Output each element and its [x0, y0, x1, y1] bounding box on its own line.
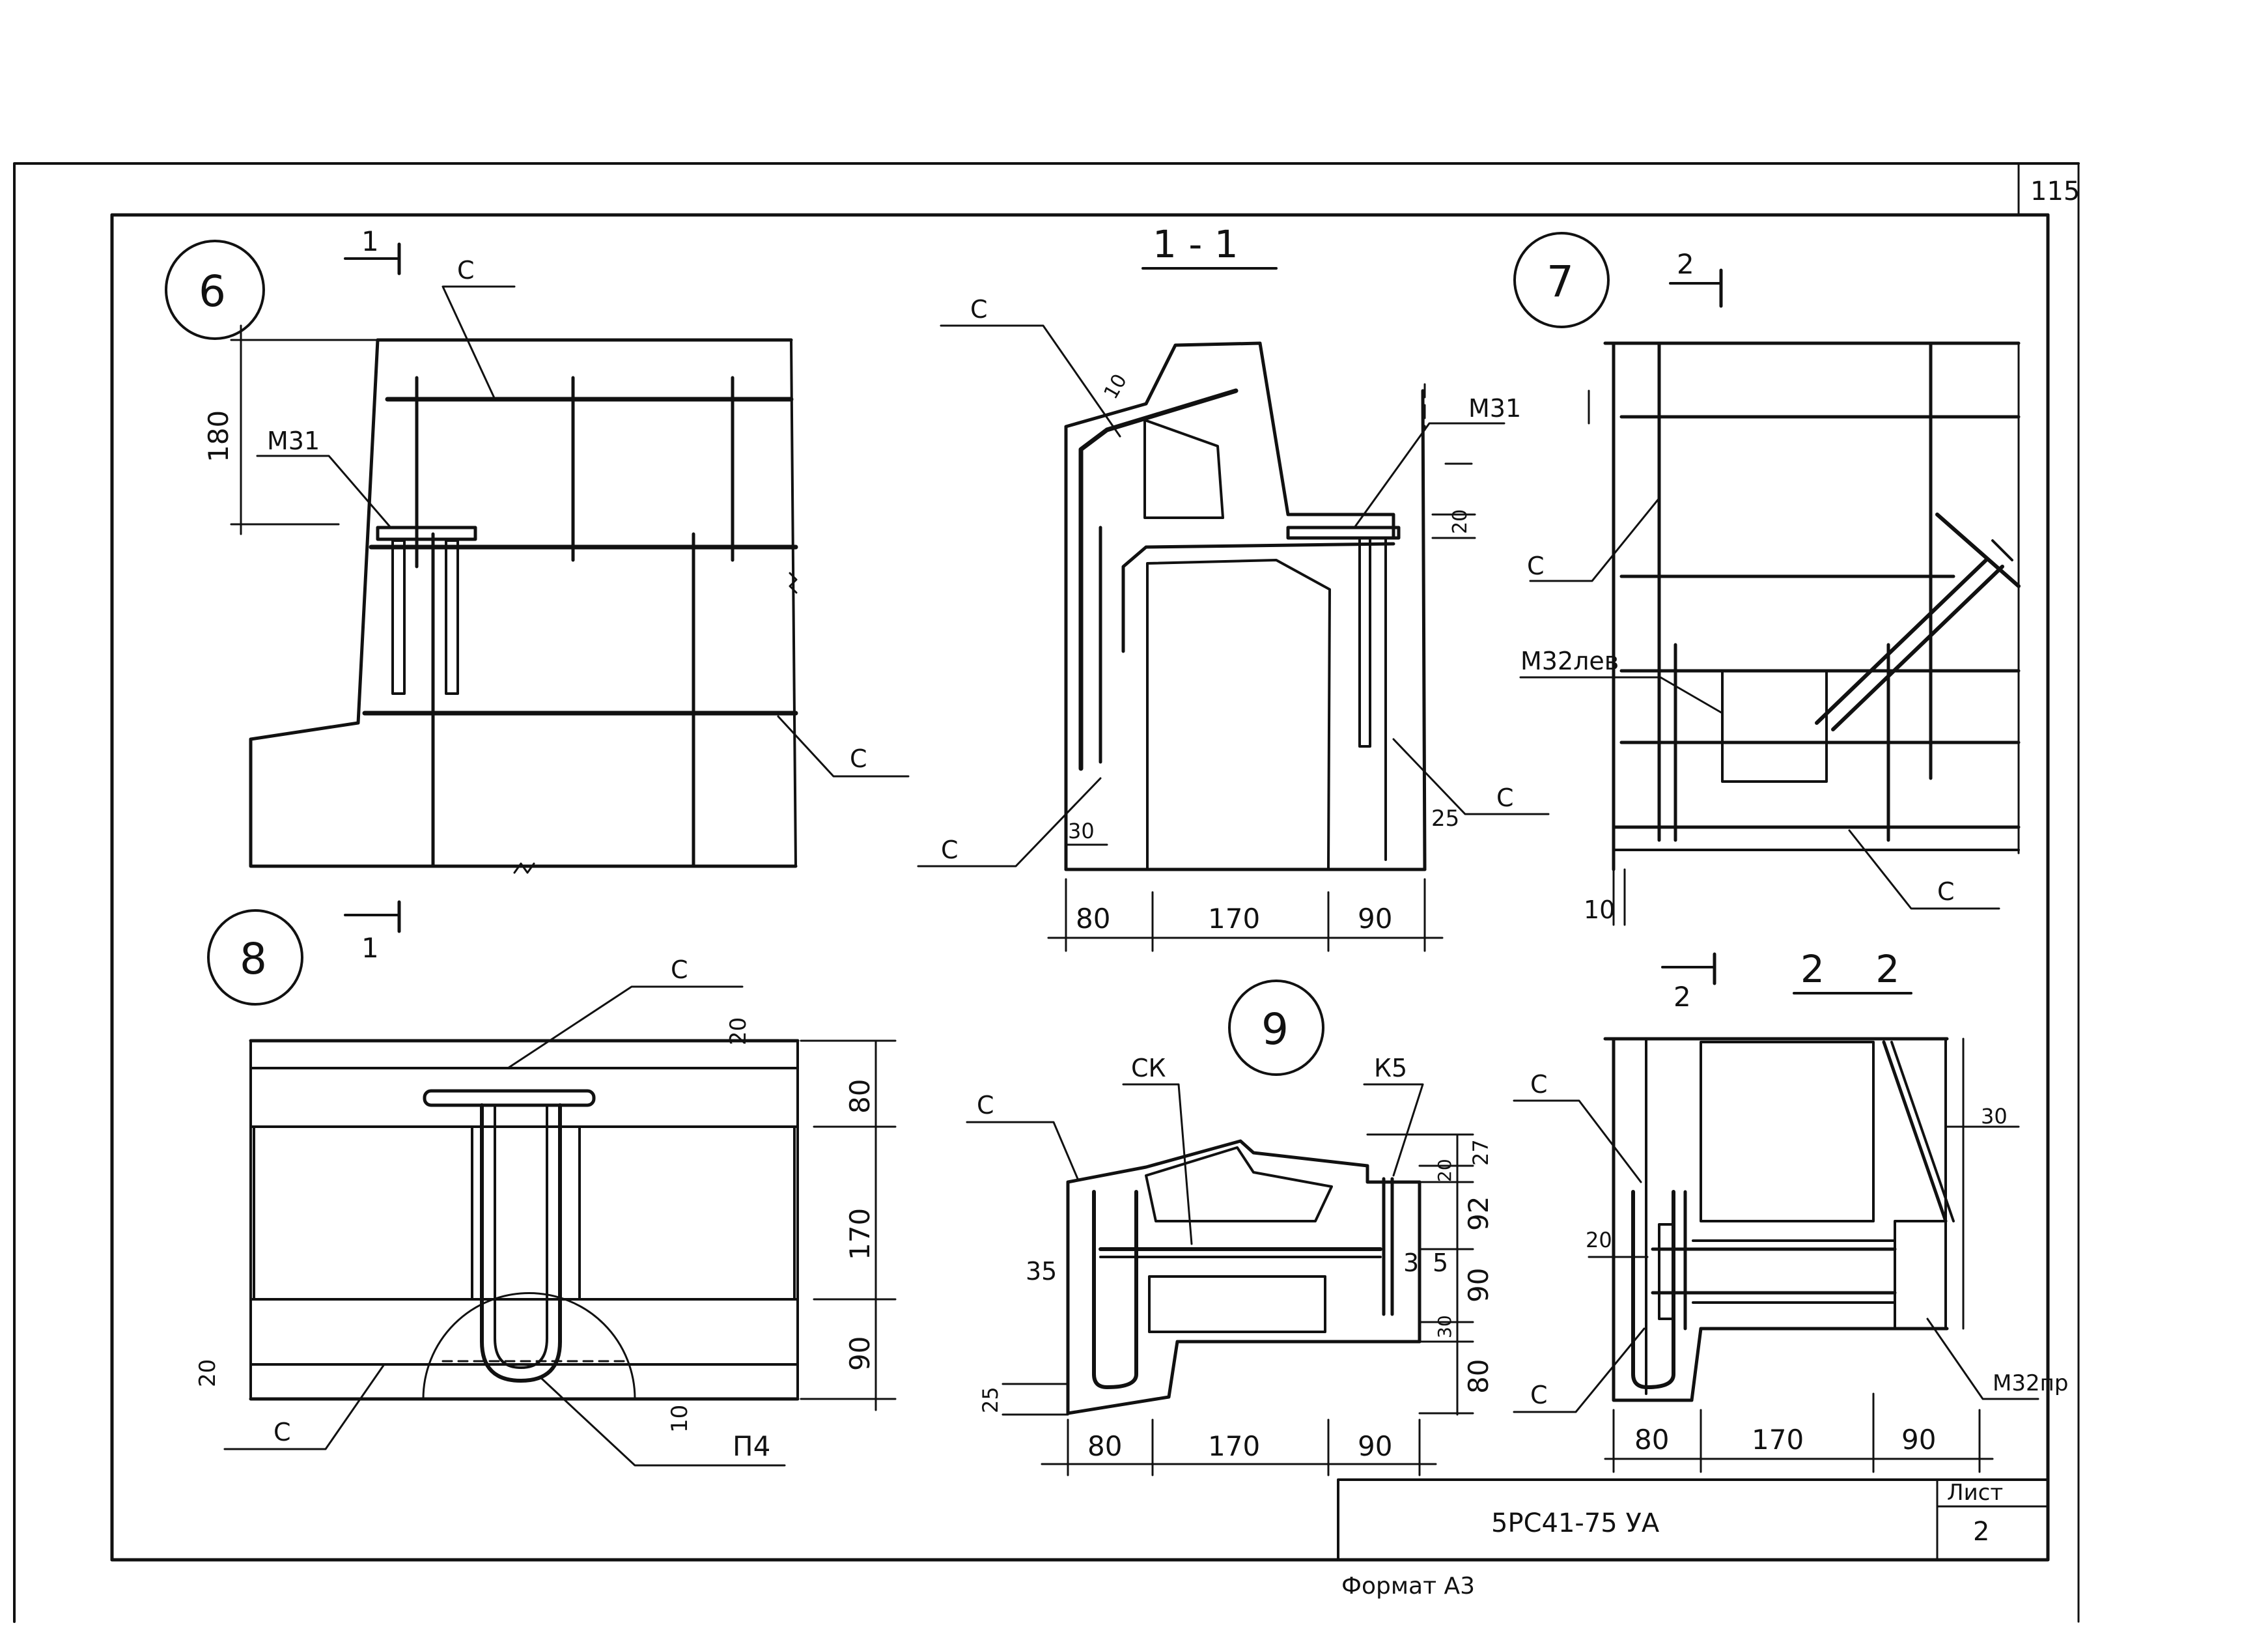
detail-8-label-p4: П4 — [733, 1430, 770, 1462]
detail-9-dim-170-bottom: 170 — [1208, 1430, 1260, 1462]
detail-6-cut: 1 — [361, 225, 379, 257]
detail-9-label-c: С — [977, 1091, 994, 1120]
detail-6-number: 6 — [199, 266, 226, 317]
detail-7-cut: 2 — [1677, 248, 1694, 280]
detail-6-label-m31: М31 — [267, 427, 320, 455]
section-2-2-dim-170: 170 — [1752, 1424, 1804, 1456]
format-caption: Формат А3 — [1341, 1573, 1475, 1600]
section-2-2-label-m32: М32пр — [1993, 1370, 2068, 1396]
detail-8-dim-80: 80 — [844, 1079, 876, 1114]
section-1-1-label-c-bottom: С — [941, 836, 959, 864]
section-2-2: 2 2 2 С С М32пр 30 20 — [1513, 947, 2068, 1473]
section-1-1-label-c-right: С — [1496, 783, 1514, 812]
detail-6-dim-180: 180 — [203, 410, 234, 462]
detail-6-label-c-bottom: С — [850, 744, 867, 773]
section-2-2-cut: 2 — [1673, 981, 1691, 1013]
detail-9-dim-30: 30 — [1434, 1315, 1455, 1338]
detail-8-label-c-top: С — [671, 955, 688, 984]
detail-8-dim-170: 170 — [844, 1208, 876, 1260]
section-1-1-dim-90: 90 — [1358, 903, 1392, 935]
section-1-1-dim-10: 10 — [1100, 370, 1132, 403]
sheet-frame — [13, 162, 2080, 1623]
detail-8-dim-10: 10 — [667, 1405, 693, 1433]
section-1-1-dim-30: 30 — [1068, 819, 1095, 843]
detail-9-dim-90: 90 — [1463, 1268, 1494, 1303]
section-1-1-dim-20: 20 — [1449, 509, 1472, 534]
detail-6: 6 1 180 С М31 С — [165, 225, 910, 874]
detail-7-label-c-top: С — [1527, 552, 1545, 580]
detail-9-dim-25: 25 — [978, 1387, 1003, 1413]
detail-8-label-c-bottom: С — [273, 1418, 291, 1446]
detail-9-dim-35: 35 — [1026, 1257, 1057, 1286]
detail-8-dim-90: 90 — [844, 1336, 876, 1371]
detail-9: 9 С СК К5 27 20 92 3 5 90 30 — [966, 980, 1494, 1476]
section-2-2-dim-20: 20 — [1586, 1228, 1612, 1252]
detail-9-label-ck: СК — [1131, 1054, 1166, 1082]
section-2-2-label-c-top: С — [1530, 1070, 1548, 1099]
detail-7: 7 2 С М32лев С 10 — [1513, 232, 2021, 926]
detail-7-number: 7 — [1547, 257, 1574, 307]
detail-8-number: 8 — [240, 934, 267, 984]
page-number: 115 — [2030, 176, 2080, 206]
detail-9-dim-80-bottom: 80 — [1087, 1430, 1122, 1462]
detail-9-dim-90-bottom: 90 — [1358, 1430, 1392, 1462]
section-2-2-label-c-bottom: С — [1530, 1381, 1548, 1409]
sheet-label: Лист — [1947, 1480, 2003, 1506]
detail-9-dim-20: 20 — [1434, 1159, 1455, 1182]
section-1-1-dim-25: 25 — [1431, 806, 1459, 832]
detail-8: 8 1 С С П4 20 20 10 — [195, 900, 897, 1467]
detail-6-label-c-top: С — [457, 256, 475, 285]
section-1-1: 1 - 1 С М31 С С 10 20 30 25 — [917, 222, 1550, 952]
detail-6-marker — [165, 240, 265, 340]
detail-8-marker — [207, 909, 303, 1006]
section-1-1-label-m31: М31 — [1468, 394, 1521, 423]
detail-8-dim-20-top: 20 — [725, 1017, 751, 1045]
detail-9-number: 9 — [1261, 1004, 1289, 1054]
section-1-1-title: 1 - 1 — [1153, 222, 1239, 266]
title-block — [1337, 1478, 2049, 1561]
detail-9-dim-92: 92 — [1463, 1196, 1494, 1231]
detail-7-dim-10: 10 — [1584, 896, 1615, 924]
detail-9-marker — [1228, 980, 1324, 1076]
detail-8-dim-20-bottom: 20 — [195, 1359, 221, 1387]
detail-7-label-m32: М32лев — [1520, 647, 1619, 675]
detail-9-dim-5: 5 — [1433, 1248, 1448, 1277]
sheet-number: 2 — [1973, 1517, 1989, 1547]
section-2-2-dim-30: 30 — [1981, 1104, 2008, 1129]
detail-9-dim-80: 80 — [1463, 1359, 1494, 1394]
detail-9-label-k5: К5 — [1374, 1054, 1407, 1082]
detail-7-marker — [1513, 232, 1610, 328]
section-2-2-dim-90: 90 — [1901, 1424, 1936, 1456]
detail-9-dim-3: 3 — [1403, 1248, 1419, 1277]
detail-9-dim-27: 27 — [1468, 1139, 1493, 1166]
detail-8-cut: 1 — [361, 932, 379, 964]
section-2-2-dim-80: 80 — [1634, 1424, 1669, 1456]
title-code: 5РС41-75 УА — [1491, 1508, 1660, 1538]
section-1-1-dim-170: 170 — [1208, 903, 1260, 935]
section-2-2-title: 2 2 — [1800, 947, 1919, 991]
detail-7-label-c-bottom: С — [1937, 877, 1955, 906]
section-1-1-label-c-top: С — [970, 295, 988, 324]
section-1-1-dim-80: 80 — [1076, 903, 1110, 935]
